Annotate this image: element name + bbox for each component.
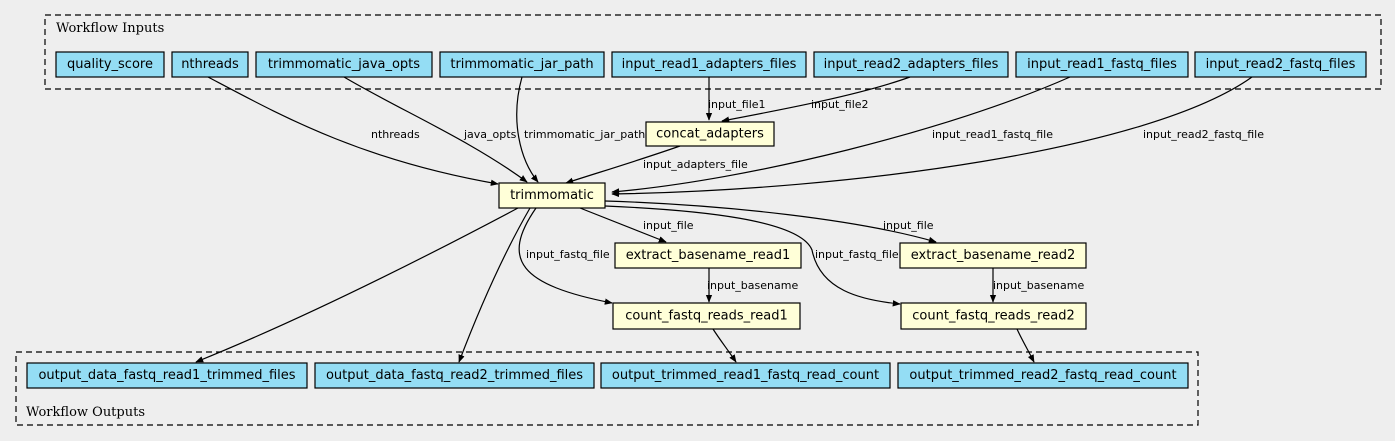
edge-trimmomatic-to-count1 xyxy=(518,207,613,305)
node-input-read1-adapters-files[interactable]: input_read1_adapters_files xyxy=(611,51,807,78)
edge-read2-adapters-to-concat xyxy=(721,76,911,123)
edge-concat-to-trimmomatic xyxy=(565,145,681,184)
input-nodes: quality_score nthreads trimmomatic_java_… xyxy=(55,51,1367,78)
node-input-read2-fastq-files[interactable]: input_read2_fastq_files xyxy=(1194,51,1367,78)
edge-jar-path-to-trimmomatic xyxy=(516,76,539,183)
edge-trimmomatic-to-extract1 xyxy=(579,207,667,243)
edge-count1-to-output-count1 xyxy=(712,328,737,363)
edge-label-fastq-file-read2: input_fastq_file xyxy=(815,248,899,261)
edge-label-input-file2: input_file2 xyxy=(811,98,869,111)
node-label: count_fastq_reads_read1 xyxy=(625,309,787,324)
edges xyxy=(195,76,1253,363)
edge-label-input-file-read1: input_file xyxy=(643,219,694,232)
node-label: input_read2_adapters_files xyxy=(824,57,999,72)
node-label: count_fastq_reads_read2 xyxy=(912,309,1074,324)
node-trimmomatic-java-opts[interactable]: trimmomatic_java_opts xyxy=(255,51,433,78)
node-output-data-fastq-read1-trimmed-files[interactable]: output_data_fastq_read1_trimmed_files xyxy=(26,362,308,389)
edge-labels: input_file1 input_file2 nthreads java_op… xyxy=(371,98,1264,292)
node-output-trimmed-read1-fastq-read-count[interactable]: output_trimmed_read1_fastq_read_count xyxy=(600,362,891,389)
node-input-read1-fastq-files[interactable]: input_read1_fastq_files xyxy=(1015,51,1189,78)
edge-label-input-file-read2: input_file xyxy=(883,219,934,232)
output-nodes: output_data_fastq_read1_trimmed_files ou… xyxy=(26,362,1189,389)
node-extract-basename-read1[interactable]: extract_basename_read1 xyxy=(614,242,802,269)
node-quality-score[interactable]: quality_score xyxy=(55,51,165,78)
node-output-trimmed-read2-fastq-read-count[interactable]: output_trimmed_read2_fastq_read_count xyxy=(897,362,1189,389)
node-label: input_read1_fastq_files xyxy=(1027,57,1177,72)
node-label: concat_adapters xyxy=(656,127,764,142)
node-count-fastq-reads-read1[interactable]: count_fastq_reads_read1 xyxy=(612,302,801,330)
edge-read1-fastq-to-trimmomatic xyxy=(611,76,1071,195)
edge-label-basename-read1: input_basename xyxy=(707,279,798,292)
node-label: trimmomatic xyxy=(510,188,594,203)
node-trimmomatic[interactable]: trimmomatic xyxy=(498,182,606,209)
edge-label-jar-path: trimmomatic_jar_path xyxy=(524,128,645,141)
node-extract-basename-read2[interactable]: extract_basename_read2 xyxy=(899,242,1087,269)
node-label: input_read2_fastq_files xyxy=(1206,57,1356,72)
edge-trimmomatic-to-output-read1 xyxy=(195,207,519,363)
node-input-read2-adapters-files[interactable]: input_read2_adapters_files xyxy=(813,51,1009,78)
node-label: output_data_fastq_read2_trimmed_files xyxy=(326,368,583,383)
workflow-outputs-label: Workflow Outputs xyxy=(26,405,145,420)
node-label: quality_score xyxy=(67,57,153,72)
edge-trimmomatic-to-extract2 xyxy=(604,200,937,244)
node-label: extract_basename_read2 xyxy=(911,248,1076,263)
edge-label-nthreads: nthreads xyxy=(371,128,420,141)
workflow-inputs-label: Workflow Inputs xyxy=(56,21,164,36)
node-label: output_trimmed_read1_fastq_read_count xyxy=(612,368,879,383)
edge-nthreads-to-trimmomatic xyxy=(207,76,499,186)
node-label: trimmomatic_java_opts xyxy=(268,57,420,72)
edge-label-fastq-file-read1: input_fastq_file xyxy=(526,248,610,261)
edge-label-read2-fastq-file: input_read2_fastq_file xyxy=(1143,128,1264,141)
node-output-data-fastq-read2-trimmed-files[interactable]: output_data_fastq_read2_trimmed_files xyxy=(314,362,595,389)
edge-trimmomatic-to-count2 xyxy=(604,205,901,307)
edge-label-java-opts: java_opts xyxy=(463,128,517,141)
edge-read2-fastq-to-trimmomatic xyxy=(611,76,1253,198)
node-label: extract_basename_read1 xyxy=(626,248,791,263)
step-nodes: concat_adapters trimmomatic extract_base… xyxy=(498,121,1087,330)
edge-label-adapters-file: input_adapters_file xyxy=(643,158,748,171)
node-label: output_data_fastq_read1_trimmed_files xyxy=(38,368,295,383)
node-trimmomatic-jar-path[interactable]: trimmomatic_jar_path xyxy=(439,51,605,78)
node-label: trimmomatic_jar_path xyxy=(450,57,593,72)
edge-trimmomatic-to-output-read2 xyxy=(458,207,531,363)
node-label: nthreads xyxy=(181,57,239,72)
edge-label-basename-read2: input_basename xyxy=(993,279,1084,292)
edge-label-read1-fastq-file: input_read1_fastq_file xyxy=(932,128,1053,141)
workflow-outputs-cluster: Workflow Outputs xyxy=(15,351,1199,426)
node-label: output_trimmed_read2_fastq_read_count xyxy=(909,368,1176,383)
edge-label-input-file1: input_file1 xyxy=(708,98,766,111)
node-count-fastq-reads-read2[interactable]: count_fastq_reads_read2 xyxy=(900,302,1087,330)
node-nthreads[interactable]: nthreads xyxy=(171,51,249,78)
node-label: input_read1_adapters_files xyxy=(622,57,797,72)
edge-count2-to-output-count2 xyxy=(1016,328,1035,363)
workflow-inputs-cluster: Workflow Inputs xyxy=(44,14,1382,90)
edge-java-opts-to-trimmomatic xyxy=(343,76,528,183)
node-concat-adapters[interactable]: concat_adapters xyxy=(645,121,775,147)
